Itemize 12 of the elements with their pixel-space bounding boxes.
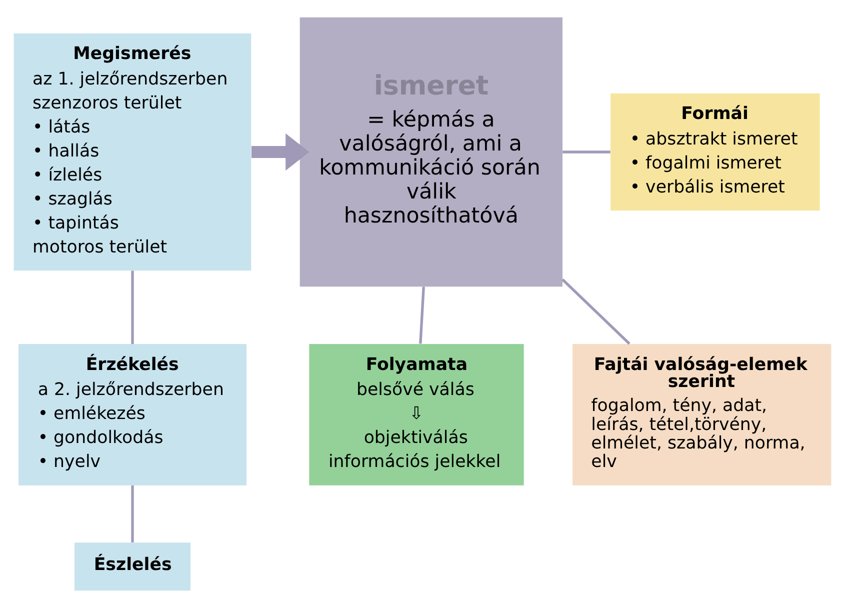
node-box: Megismerés az 1. jelzőrendszerben szenzoros terület • látás • hallás • ízlelés • szaglás • tapintás motoros terület — [14, 33, 252, 271]
connector — [131, 485, 134, 542]
connector — [562, 150, 610, 154]
connector — [131, 270, 134, 344]
node-box: Folyamata belsővé válás ⇩ objektiválás információs jelekkel — [309, 344, 524, 486]
connector — [562, 278, 630, 345]
connector — [419, 286, 425, 344]
node-box: Fajtái valóság-elemek szerint fogalom, tény, adat, leírás, tétel,törvény, elmélet, szabály, norma, elv — [572, 344, 832, 486]
node-box: Formái • absztrakt ismeret • fogalmi ismeret • verbális ismeret — [610, 93, 820, 211]
arrow — [252, 133, 310, 171]
node-box: Észlelés — [74, 542, 190, 591]
node-box: Érzékelés a 2. jelzőrendszerben • emlékezés • gondolkodás • nyelv — [18, 344, 246, 486]
